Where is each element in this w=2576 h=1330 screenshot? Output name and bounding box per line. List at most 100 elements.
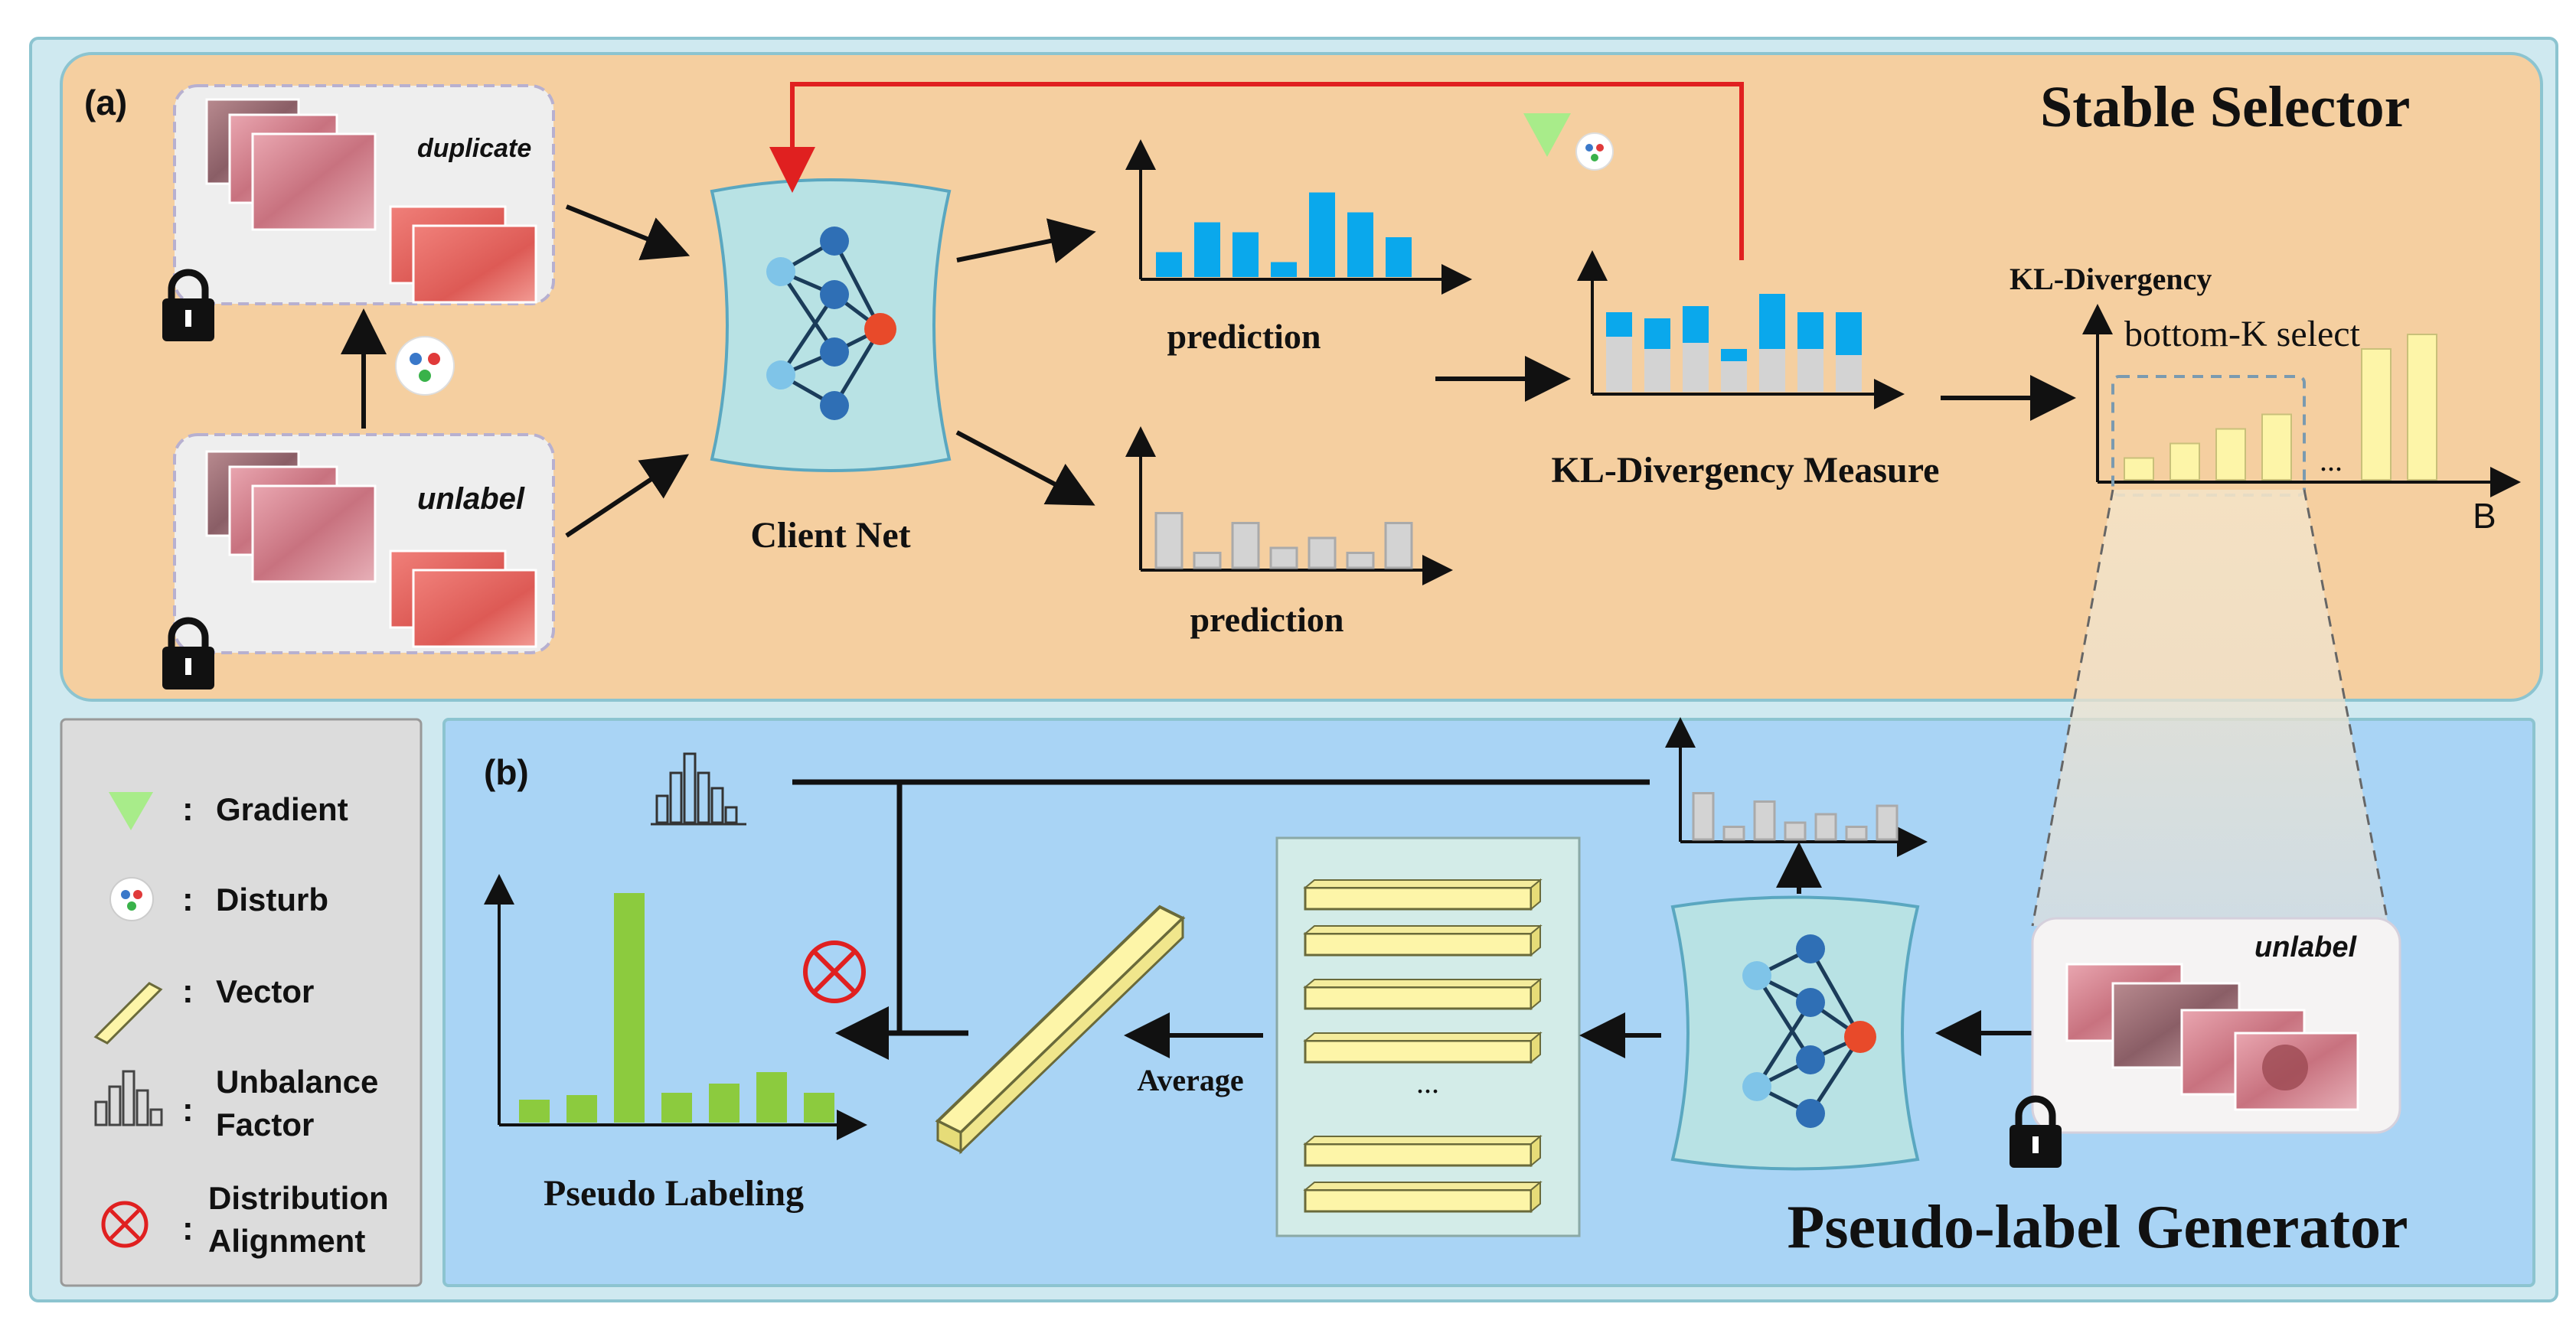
kl-measure-chart xyxy=(1577,250,1905,409)
skin-image xyxy=(412,224,537,304)
generator-prediction-bar xyxy=(1814,813,1837,841)
legend-separator: : xyxy=(182,791,194,828)
kl-gray-bar xyxy=(1721,361,1747,392)
stack-ellipsis: ... xyxy=(1416,1065,1439,1100)
duplicate-to-net-arrow xyxy=(565,204,691,261)
client-net xyxy=(710,178,952,472)
kl-select-bar xyxy=(2124,457,2154,481)
kl-blue-bar xyxy=(1606,312,1632,337)
legend-separator: : xyxy=(182,1091,194,1129)
prediction-bar xyxy=(1309,192,1335,277)
unlabel-label: unlabel xyxy=(417,482,525,516)
net-to-prediction-bottom-arrow xyxy=(955,430,1095,506)
prediction-bar xyxy=(1193,552,1222,569)
prediction-bar xyxy=(1232,232,1259,277)
kl-blue-bar xyxy=(1836,312,1862,355)
net-to-prediction-top-arrow xyxy=(956,218,1096,264)
generator-unlabel-label: unlabel xyxy=(2254,931,2357,963)
gradient-triangle-icon xyxy=(109,792,153,830)
unlabel-input: unlabel xyxy=(173,433,555,654)
prediction-bar xyxy=(1346,552,1375,569)
prediction-bar xyxy=(1154,512,1184,569)
b-axis-label: B xyxy=(2473,496,2496,536)
kl-divergency-axis-label: KL-Divergency xyxy=(2010,262,2212,296)
generator-prediction-bar xyxy=(1876,804,1899,841)
gradient-triangle-icon xyxy=(1523,113,1571,157)
legend-disturb-label: Disturb xyxy=(216,882,328,918)
kl-blue-bar xyxy=(1683,306,1709,343)
prediction-bar xyxy=(1194,222,1220,277)
prediction-bar xyxy=(1386,237,1412,277)
zoom-line-left xyxy=(2031,489,2114,927)
stack-vector-bar xyxy=(1303,1031,1543,1064)
kl-select-bar xyxy=(2407,334,2437,481)
prediction-bar xyxy=(1384,522,1413,569)
unbalance-factor-icon xyxy=(651,752,746,826)
lock-icon xyxy=(2010,1095,2062,1168)
kl-blue-bar xyxy=(1797,312,1823,349)
kl-gray-bar xyxy=(1606,337,1632,392)
generator-prediction-bar xyxy=(1845,826,1868,841)
generator-unlabel-input: unlabel xyxy=(2031,917,2401,1134)
legend-separator: : xyxy=(182,973,194,1010)
stable-selector-title: Stable Selector xyxy=(2040,75,2410,139)
kl-gray-bar xyxy=(1683,343,1709,392)
generator-net xyxy=(1670,895,1920,1171)
prediction-bar xyxy=(1156,252,1182,277)
generator-prediction-bar xyxy=(1722,826,1745,841)
kl-gray-bar xyxy=(1759,349,1785,392)
prediction-bar xyxy=(1308,536,1337,569)
kl-select-bar xyxy=(2361,348,2392,481)
generator-prediction-bar xyxy=(1753,800,1776,841)
legend-separator: : xyxy=(182,1210,194,1247)
average-label: Average xyxy=(1137,1063,1243,1097)
stack-vector-bar xyxy=(1303,977,1543,1011)
stack-vector-bar xyxy=(1303,1134,1543,1168)
zoom-line-right xyxy=(2303,489,2390,927)
generator-prediction-bar xyxy=(1692,792,1715,841)
generator-prediction-bar xyxy=(1784,821,1807,841)
kl-select-bar xyxy=(2170,442,2200,481)
legend: : : : : : Gradient Disturb Vector Unbala… xyxy=(60,718,423,1287)
lock-icon xyxy=(162,617,214,689)
prediction-top-chart xyxy=(1125,139,1472,295)
prediction-bar xyxy=(1269,546,1298,569)
pseudo-label-generator-title: Pseudo-label Generator xyxy=(1788,1194,2408,1261)
duplicate-label: duplicate xyxy=(417,134,531,163)
prediction-bottom-chart xyxy=(1125,426,1453,585)
kl-select-chart: KL-Divergency bottom-K select ... B xyxy=(2010,262,2521,536)
kl-select-bar xyxy=(2215,428,2246,481)
prediction-bar xyxy=(1231,522,1260,569)
panel-a xyxy=(60,52,2543,702)
panel-a-tag: (a) xyxy=(84,83,127,122)
skin-image xyxy=(412,569,537,648)
client-net-label: Client Net xyxy=(750,515,910,556)
kl-select-bar xyxy=(2261,413,2292,481)
kl-blue-bar xyxy=(1721,349,1747,361)
pseudo-labeling-chart xyxy=(484,874,867,1140)
unbalance-factor-icon xyxy=(94,1070,163,1126)
prediction-bottom-label: prediction xyxy=(1190,600,1344,639)
disturb-icon xyxy=(1575,132,1614,171)
pseudo-label-bar xyxy=(709,1084,739,1123)
pseudo-label-bar xyxy=(614,893,645,1123)
lock-icon xyxy=(162,269,214,341)
kl-gray-bar xyxy=(1644,349,1670,392)
pseudo-label-bar xyxy=(566,1095,597,1123)
prediction-top-label: prediction xyxy=(1167,317,1321,356)
vector-icon xyxy=(93,982,163,1045)
kl-measure-label: KL-Divergency Measure xyxy=(1552,450,1940,491)
prediction-bar xyxy=(1347,212,1373,277)
distribution-alignment-icon xyxy=(101,1201,149,1248)
pseudo-labeling-label: Pseudo Labeling xyxy=(544,1173,804,1214)
legend-vector-label: Vector xyxy=(216,973,314,1009)
legend-gradient-label: Gradient xyxy=(216,791,348,827)
bottom-k-select-label: bottom-K select xyxy=(2124,314,2361,354)
skin-image xyxy=(251,132,377,231)
panel-b-tag: (b) xyxy=(484,752,529,792)
selector-ellipsis: ... xyxy=(2320,443,2343,478)
vector-icon xyxy=(935,905,1186,1155)
kl-gray-bar xyxy=(1836,355,1862,392)
